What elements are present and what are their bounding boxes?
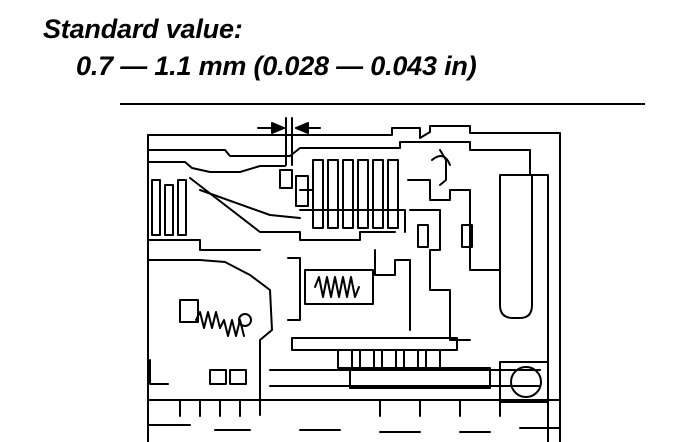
output-shaft [147,337,561,433]
header-divider [120,103,645,105]
piston-housing [407,149,501,341]
standard-value-range: 0.7 — 1.1 mm (0.028 — 0.043 in) [76,51,477,81]
piston-return-spring [287,249,411,331]
clearance-measurement-arrows [257,117,321,166]
transmission-case-outline [147,125,561,442]
standard-value-label: Standard value: [43,14,243,44]
lower-left-gear-set [147,259,273,416]
clutch-plate-pack [279,159,406,233]
left-drum-ribs [147,177,396,251]
